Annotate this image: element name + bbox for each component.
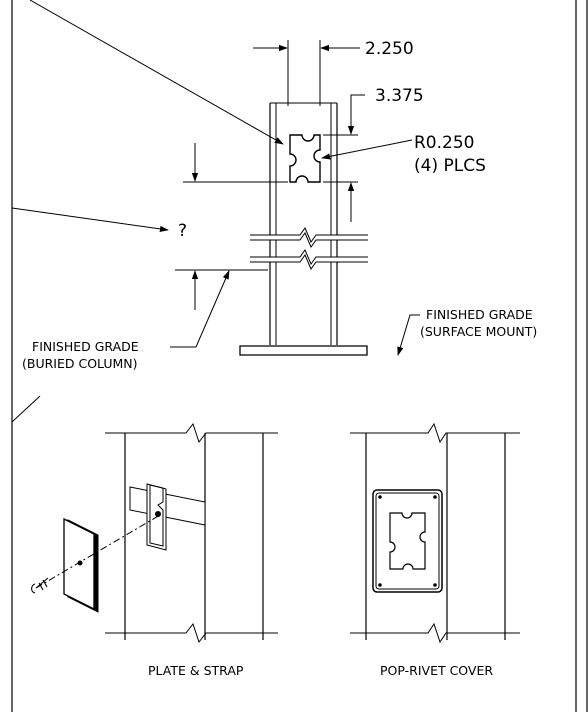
unknown-marker: ? <box>178 221 187 241</box>
places-label: (4) PLCS <box>414 156 486 176</box>
pop-rivet-detail <box>350 424 520 642</box>
surface-grade-note-line1: FINISHED GRADE <box>426 307 533 322</box>
buried-grade-note-line1: FINISHED GRADE <box>32 339 139 354</box>
width-dimension-label: 2.250 <box>365 39 414 59</box>
external-leaders <box>12 0 284 422</box>
plate-strap-caption: PLATE & STRAP <box>148 663 244 678</box>
plate-strap-detail <box>32 424 278 642</box>
radius-label: R0.250 <box>414 133 474 153</box>
column-elevation <box>240 103 368 355</box>
access-opening <box>290 135 320 182</box>
buried-grade-note-line2: (BURIED COLUMN) <box>22 356 138 371</box>
height-dimension-label: 3.375 <box>375 86 424 106</box>
drawing-frame <box>12 0 587 712</box>
pop-rivet-caption: POP-RIVET COVER <box>380 663 493 678</box>
dimension-lines <box>170 40 420 356</box>
surface-grade-note-line2: (SURFACE MOUNT) <box>420 324 537 339</box>
